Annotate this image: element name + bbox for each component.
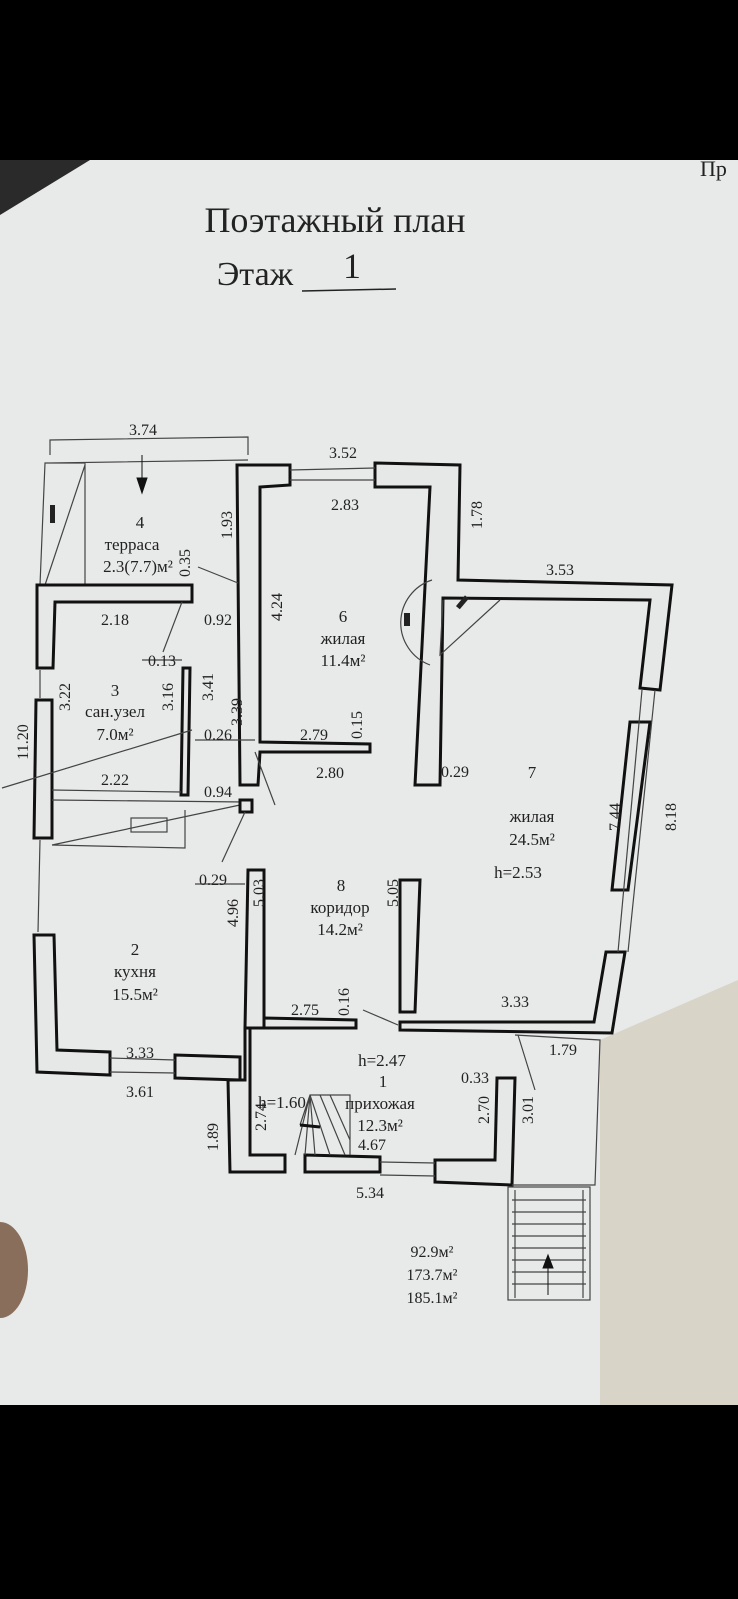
floor-label: Этаж	[217, 256, 294, 293]
dimension: 0.26	[204, 727, 232, 744]
dimension: 0.16	[336, 988, 353, 1016]
floor-number: 1	[343, 246, 361, 286]
dimension: 3.53	[546, 562, 574, 579]
page-title: Поэтажный план	[204, 200, 465, 240]
room-number: 2	[131, 940, 140, 959]
stove-icon	[130, 817, 168, 833]
room-height: h=2.47	[358, 1051, 406, 1070]
door-handle-icon	[50, 505, 55, 523]
room-number: 4	[136, 513, 145, 532]
door-handle-icon	[455, 595, 469, 610]
inner-stairs-icon	[294, 1094, 351, 1156]
dimension: 2.75	[291, 1002, 319, 1019]
room-labels: 4 терраса 2.3(7.7)м² 3 сан.узел 7.0м² 6 …	[85, 513, 555, 1135]
dimension: 3.74	[129, 422, 157, 439]
dimension: 2.70	[476, 1096, 493, 1124]
room-area: 11.4м²	[321, 651, 366, 670]
dimension: 0.15	[349, 711, 366, 739]
dimension: 1.89	[205, 1123, 222, 1151]
area-totals: 92.9м² 173.7м² 185.1м²	[407, 1244, 458, 1307]
dimension: 3.39	[229, 698, 246, 726]
room-name: терраса	[105, 535, 160, 554]
dimension: 8.18	[663, 803, 680, 831]
walls	[1, 436, 674, 1301]
dimension: 2.22	[101, 772, 129, 789]
dimension: 1.79	[549, 1042, 577, 1059]
room-area: 15.5м²	[112, 985, 158, 1004]
corner-text: Пр	[700, 156, 727, 181]
room-number: 6	[339, 607, 348, 626]
dimension: 2.83	[331, 497, 359, 514]
room-name: коридор	[310, 898, 369, 917]
entry-arrow-icon	[136, 455, 148, 495]
total-area: 92.9м²	[411, 1244, 454, 1261]
dimension: 0.29	[199, 872, 227, 889]
dimension: 4.24	[269, 593, 286, 621]
dimension: 3.41	[200, 673, 217, 701]
room-area: 12.3м²	[357, 1116, 403, 1135]
dimension: 1.93	[219, 511, 236, 539]
dimension: 0.33	[461, 1070, 489, 1087]
dimension: 7.44	[607, 803, 624, 831]
room-number: 7	[528, 763, 537, 782]
dimension: 2.74	[253, 1103, 270, 1131]
room-name: жилая	[509, 807, 555, 826]
background-surface	[600, 980, 738, 1405]
room-name: сан.узел	[85, 702, 145, 721]
dimension: 0.35	[177, 549, 194, 577]
thumb	[0, 1222, 28, 1318]
door-handle-icon	[404, 613, 410, 626]
dimension: 5.05	[385, 879, 402, 907]
dimension: 3.16	[160, 683, 177, 711]
dimension: 2.79	[300, 727, 328, 744]
dimension: 5.03	[251, 879, 268, 907]
dimension: 4.96	[225, 899, 242, 927]
exterior-stairs-icon	[507, 1186, 591, 1301]
room-area: 2.3(7.7)м²	[103, 557, 173, 576]
room-name: прихожая	[345, 1094, 415, 1113]
dimension: 3.33	[126, 1045, 154, 1062]
stair-height: h=1.60	[258, 1093, 306, 1112]
dimension: 0.29	[441, 764, 469, 781]
dimension: 4.67	[358, 1137, 386, 1154]
dimension: 3.52	[329, 445, 357, 462]
dimension: 0.13	[148, 653, 176, 670]
dimension-labels: 3.74 3.52 2.83 3.53 2.18 0.92 0.13 0.26 …	[15, 422, 680, 1202]
dimension: 0.92	[204, 612, 232, 629]
dimension: 2.18	[101, 612, 129, 629]
dimension: 5.34	[356, 1185, 384, 1202]
room-name: кухня	[114, 962, 156, 981]
room-area: 24.5м²	[509, 830, 555, 849]
total-area: 185.1м²	[407, 1290, 458, 1307]
dimension: 2.80	[316, 765, 344, 782]
room-area: 7.0м²	[96, 725, 133, 744]
room-height: h=2.53	[494, 863, 542, 882]
room-area: 14.2м²	[317, 920, 363, 939]
dimension: 0.94	[204, 784, 232, 801]
room-number: 8	[337, 876, 346, 895]
room-number: 3	[111, 681, 120, 700]
room-number: 1	[379, 1072, 388, 1091]
dimension: 3.33	[501, 994, 529, 1011]
dimension: 11.20	[15, 724, 32, 759]
page-curl	[0, 160, 90, 215]
dimension: 3.61	[126, 1084, 154, 1101]
floor-underline	[301, 288, 397, 292]
dimension: 3.22	[57, 683, 74, 711]
room-name: жилая	[320, 629, 366, 648]
total-area: 173.7м²	[407, 1267, 458, 1284]
dimension: 1.78	[469, 501, 486, 529]
dimension: 3.01	[520, 1096, 537, 1124]
